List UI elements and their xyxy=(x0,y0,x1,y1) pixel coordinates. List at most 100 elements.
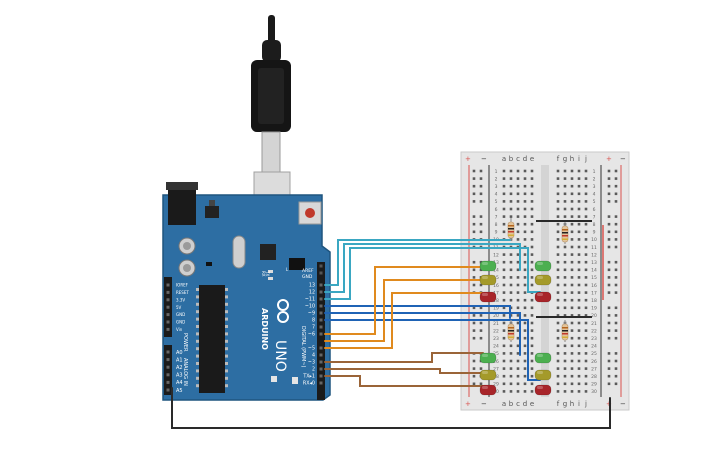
breadboard-hole[interactable] xyxy=(516,374,520,378)
breadboard-hole[interactable] xyxy=(509,390,513,393)
breadboard-hole[interactable] xyxy=(570,253,574,256)
breadboard-hole[interactable] xyxy=(563,314,567,317)
breadboard-hole[interactable] xyxy=(502,298,506,302)
rail-hole[interactable] xyxy=(479,367,483,370)
rail-hole[interactable] xyxy=(607,352,611,355)
breadboard-hole[interactable] xyxy=(509,298,513,302)
breadboard-hole[interactable] xyxy=(570,291,574,294)
breadboard-hole[interactable] xyxy=(570,374,574,378)
breadboard-hole[interactable] xyxy=(584,283,588,287)
rail-hole[interactable] xyxy=(607,184,611,188)
breadboard-hole[interactable] xyxy=(523,382,527,386)
breadboard-hole[interactable] xyxy=(577,238,581,241)
analog-pin[interactable] xyxy=(166,365,170,369)
header-pin-RX◂0[interactable] xyxy=(319,381,323,385)
rail-hole[interactable] xyxy=(614,276,618,279)
breadboard-hole[interactable] xyxy=(584,314,588,317)
breadboard-hole[interactable] xyxy=(516,283,520,287)
breadboard-hole[interactable] xyxy=(577,283,581,287)
breadboard-hole[interactable] xyxy=(577,390,581,393)
analog-pin[interactable] xyxy=(166,350,170,354)
breadboard-hole[interactable] xyxy=(502,291,506,294)
breadboard-hole[interactable] xyxy=(563,177,567,180)
breadboard-hole[interactable] xyxy=(523,390,527,393)
rail-hole[interactable] xyxy=(614,374,618,378)
rail-hole[interactable] xyxy=(472,306,476,310)
rail-hole[interactable] xyxy=(607,222,611,226)
breadboard-hole[interactable] xyxy=(577,291,581,294)
breadboard-hole[interactable] xyxy=(509,382,513,386)
breadboard-hole[interactable] xyxy=(502,314,506,317)
rail-hole[interactable] xyxy=(479,260,483,264)
breadboard-hole[interactable] xyxy=(530,200,534,203)
rail-hole[interactable] xyxy=(472,260,476,264)
rail-hole[interactable] xyxy=(472,169,476,173)
rail-hole[interactable] xyxy=(614,329,618,332)
breadboard-hole[interactable] xyxy=(556,359,560,363)
header-pin-~11[interactable] xyxy=(319,297,323,301)
breadboard-hole[interactable] xyxy=(577,245,581,249)
breadboard-hole[interactable] xyxy=(523,329,527,332)
breadboard-hole[interactable] xyxy=(556,321,560,325)
breadboard-hole[interactable] xyxy=(584,268,588,272)
breadboard-hole[interactable] xyxy=(563,390,567,393)
breadboard-hole[interactable] xyxy=(502,230,506,234)
breadboard-hole[interactable] xyxy=(530,245,534,249)
rail-hole[interactable] xyxy=(472,359,476,363)
breadboard-hole[interactable] xyxy=(516,222,520,226)
breadboard-hole[interactable] xyxy=(502,268,506,272)
breadboard-hole[interactable] xyxy=(570,352,574,355)
rail-hole[interactable] xyxy=(472,321,476,325)
breadboard-hole[interactable] xyxy=(530,329,534,332)
breadboard-hole[interactable] xyxy=(570,169,574,173)
breadboard-hole[interactable] xyxy=(563,283,567,287)
analog-pin[interactable] xyxy=(166,358,170,362)
breadboard-hole[interactable] xyxy=(509,359,513,363)
rail-hole[interactable] xyxy=(607,230,611,234)
rail-hole[interactable] xyxy=(607,283,611,287)
rail-hole[interactable] xyxy=(614,200,618,203)
breadboard-hole[interactable] xyxy=(530,336,534,340)
breadboard-hole[interactable] xyxy=(516,192,520,196)
reset-button-cap[interactable] xyxy=(305,208,315,218)
rail-hole[interactable] xyxy=(472,336,476,340)
rail-hole[interactable] xyxy=(607,268,611,272)
breadboard-hole[interactable] xyxy=(577,192,581,196)
breadboard-hole[interactable] xyxy=(502,184,506,188)
breadboard-hole[interactable] xyxy=(502,200,506,203)
breadboard-hole[interactable] xyxy=(516,200,520,203)
breadboard-hole[interactable] xyxy=(523,298,527,302)
breadboard-hole[interactable] xyxy=(563,169,567,173)
rail-hole[interactable] xyxy=(607,245,611,249)
breadboard-hole[interactable] xyxy=(563,382,567,386)
wires[interactable] xyxy=(171,239,611,429)
breadboard-hole[interactable] xyxy=(516,306,520,310)
breadboard-hole[interactable] xyxy=(584,222,588,226)
breadboard-hole[interactable] xyxy=(523,336,527,340)
header-pin-TX▸1[interactable] xyxy=(319,374,323,378)
rail-hole[interactable] xyxy=(607,382,611,386)
breadboard-hole[interactable] xyxy=(570,329,574,332)
breadboard-hole[interactable] xyxy=(577,260,581,264)
rail-hole[interactable] xyxy=(614,291,618,294)
breadboard-hole[interactable] xyxy=(516,359,520,363)
breadboard-hole[interactable] xyxy=(584,291,588,294)
breadboard-hole[interactable] xyxy=(584,390,588,393)
rail-hole[interactable] xyxy=(472,215,476,218)
breadboard-hole[interactable] xyxy=(570,200,574,203)
breadboard-hole[interactable] xyxy=(570,238,574,241)
breadboard-hole[interactable] xyxy=(502,336,506,340)
breadboard-hole[interactable] xyxy=(523,283,527,287)
breadboard-hole[interactable] xyxy=(577,177,581,180)
breadboard-hole[interactable] xyxy=(570,260,574,264)
rail-hole[interactable] xyxy=(479,314,483,317)
breadboard-hole[interactable] xyxy=(530,374,534,378)
breadboard-hole[interactable] xyxy=(509,344,513,348)
breadboard-hole[interactable] xyxy=(556,200,560,203)
breadboard-hole[interactable] xyxy=(516,253,520,256)
led[interactable] xyxy=(479,260,497,272)
header-pin-~6[interactable] xyxy=(319,332,323,336)
breadboard-hole[interactable] xyxy=(502,177,506,180)
breadboard-hole[interactable] xyxy=(509,367,513,370)
breadboard-hole[interactable] xyxy=(516,177,520,180)
